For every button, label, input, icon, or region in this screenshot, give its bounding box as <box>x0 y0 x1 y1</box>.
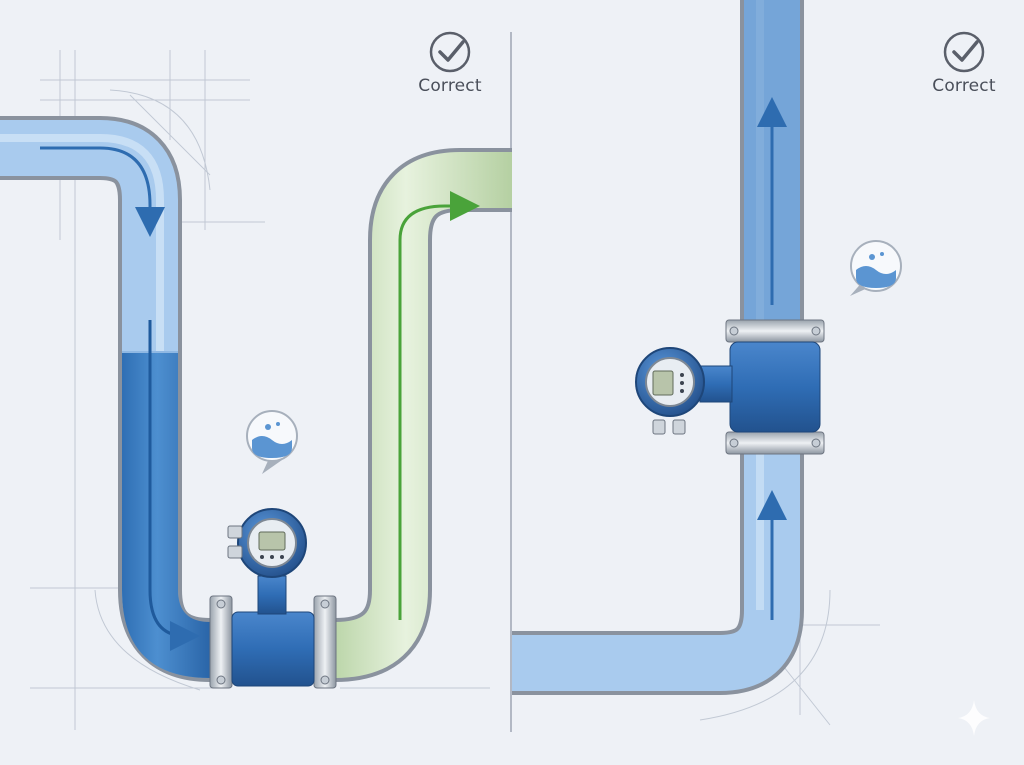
check-circle-icon <box>943 31 985 73</box>
check-circle-icon <box>429 31 471 73</box>
sparkle-icon <box>958 700 990 736</box>
left-outlet-pipe <box>333 148 512 682</box>
flow-arrow-outlet-up <box>398 191 480 620</box>
status-label-right: Correct <box>932 76 996 96</box>
flow-arrow-inlet-top <box>40 146 165 237</box>
flow-arrow-inlet-down <box>148 320 200 651</box>
status-label-left: Correct <box>418 76 482 96</box>
left-flowmeter <box>209 508 337 689</box>
left-inlet-pipe <box>0 116 212 682</box>
liquid-bubble-icon <box>246 410 298 474</box>
left-liquid-column <box>122 351 210 678</box>
right-flowmeter <box>635 319 825 455</box>
liquid-bubble-icon <box>850 240 902 296</box>
